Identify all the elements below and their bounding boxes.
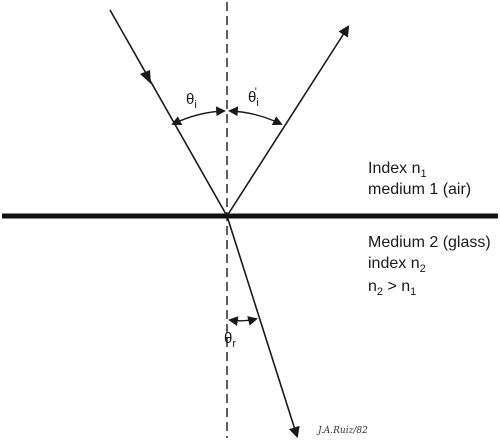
incident-ray <box>109 9 228 217</box>
artist-signature: J.A.Ruiz/82 <box>316 426 368 436</box>
index-comparison-label: n2 > n1 <box>368 278 416 298</box>
refracted-ray <box>226 215 300 439</box>
refraction-angle-arc <box>228 316 258 326</box>
incidence-angle-arc <box>171 106 226 126</box>
reflection-angle-arc <box>228 106 283 126</box>
incident-arrowhead <box>140 70 151 84</box>
reflection-angle-label: θi' <box>248 86 259 109</box>
lower-medium-index-label: index n2 <box>368 255 426 275</box>
lower-medium-name-label: Medium 2 (glass) <box>368 234 491 251</box>
upper-medium-name-label: medium 1 (air) <box>368 181 471 198</box>
reflected-ray <box>226 25 350 217</box>
refraction-angle-label: θr <box>224 330 236 350</box>
upper-medium-index-label: Index n1 <box>368 160 427 180</box>
incidence-angle-label: θi <box>186 91 197 111</box>
